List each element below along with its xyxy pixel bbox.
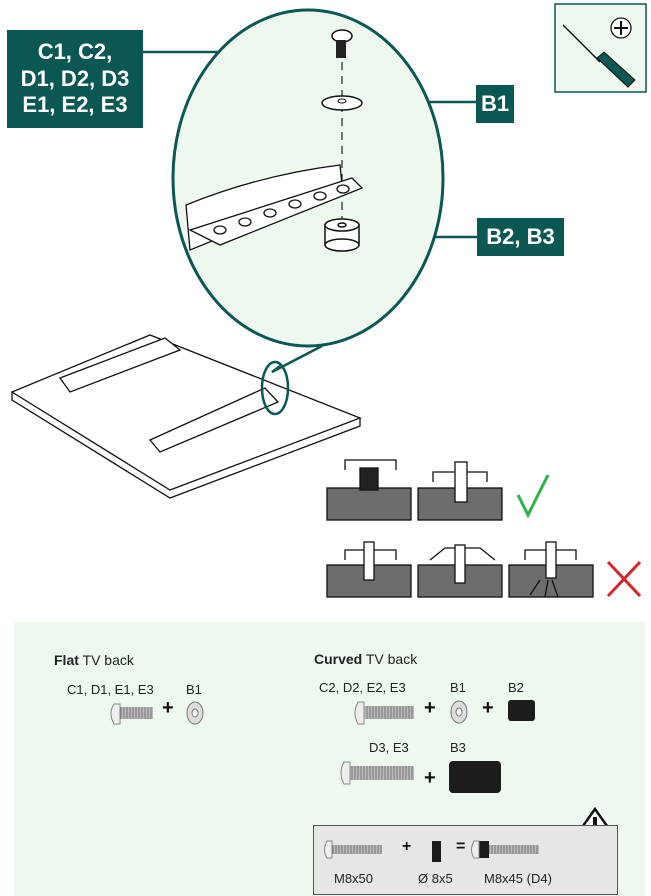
curved-spacer-b3-label: B3 [450,740,466,755]
plus-sign: + [424,697,436,719]
screw-icon [340,761,414,785]
wrong-installation-examples [326,541,594,598]
spacer-b2-icon [508,700,535,721]
screw-icon [324,840,382,859]
assembly-diagram [10,3,647,598]
plus-sign: + [424,767,436,789]
plus-sign: + [402,838,412,855]
bracket-icon [185,164,364,251]
curved-screw-label: C2, D2, E2, E3 [319,680,406,695]
screwdriver-icon [554,3,647,93]
callout-screws-line1: C1, C2, [37,39,113,65]
callout-washer: B1 [476,85,514,123]
callout-screws-line3: E1, E2, E3 [22,92,128,118]
hardware-illustrations [110,700,615,835]
screw-size-label: M8x50 [334,871,374,886]
washer-icon [186,701,204,725]
detail-highlight [260,360,290,416]
spacer-icon [432,841,441,862]
curved-spacer-b2-label: B2 [508,680,524,695]
callout-spacer: B2, B3 [477,218,564,256]
screw-icon [110,703,153,725]
callout-screws-line2: D1, D2, D3 [20,65,130,91]
flat-washer-label: B1 [186,682,202,697]
washer-icon [450,700,468,724]
correct-installation-examples [326,459,503,521]
check-icon [516,474,550,519]
screw-shortening-note: + = M8x50 Ø 8x5 M8x45 (D4) [313,825,618,895]
curved-long-screw-label: D3, E3 [369,740,409,755]
curved-heading: Curved TV back [314,651,418,667]
plus-sign: + [162,697,174,719]
screw-icon [331,29,353,58]
spacer-b3-icon [449,761,501,793]
tv-back-illustration [10,334,362,499]
spacer-icon [324,218,360,252]
flat-screw-label: C1, D1, E1, E3 [67,682,154,697]
screw-icon [471,840,539,859]
screw-combination-illustration [324,840,539,862]
curved-washer-label: B1 [450,680,466,695]
washer-icon [321,95,363,111]
cross-icon [606,560,642,598]
equals-sign: = [456,838,466,855]
callout-screws: C1, C2, D1, D2, D3 E1, E2, E3 [7,30,143,128]
plus-sign: + [482,697,494,719]
result-size-label: M8x45 (D4) [484,871,552,886]
screw-icon [354,701,414,725]
flat-heading: Flat TV back [54,652,134,668]
spacer-size-label: Ø 8x5 [418,871,453,886]
